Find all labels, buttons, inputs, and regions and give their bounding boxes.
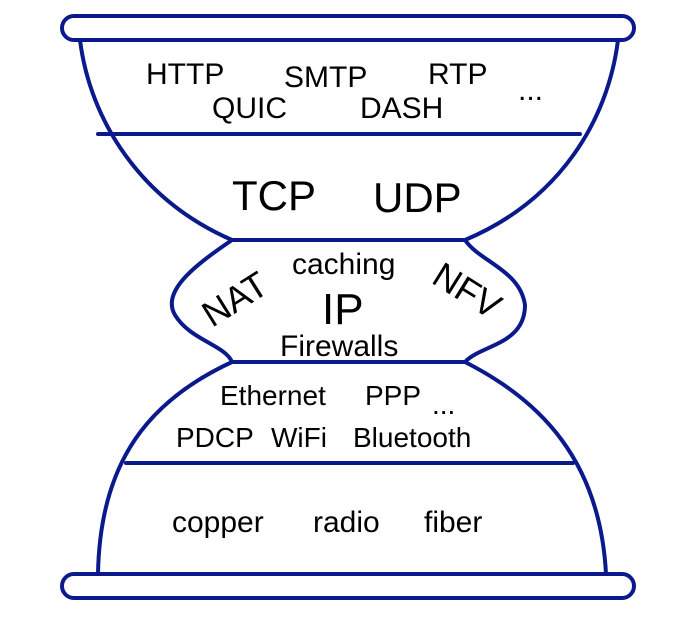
label-ppp: PPP <box>365 380 421 411</box>
hourglass-left-outline <box>78 38 234 576</box>
top-rim <box>60 14 636 42</box>
label-copper: copper <box>172 506 264 539</box>
label-quic: QUIC <box>212 92 287 125</box>
label-pdcp: PDCP <box>176 422 254 453</box>
label-nat: NAT <box>195 263 276 335</box>
transport-layer: TCP UDP <box>232 172 462 221</box>
label-caching: caching <box>292 248 395 281</box>
link-layer: Ethernet PPP ... PDCP WiFi Bluetooth <box>176 380 471 453</box>
physical-layer: copper radio fiber <box>172 506 482 539</box>
network-layer: caching IP Firewalls NAT NFV <box>195 248 509 363</box>
label-tcp: TCP <box>232 172 316 219</box>
label-dash: DASH <box>360 92 443 125</box>
label-firewalls: Firewalls <box>280 330 398 363</box>
label-radio: radio <box>313 506 380 539</box>
label-ip: IP <box>322 285 364 334</box>
label-app-ellipsis: ... <box>518 74 543 107</box>
bottom-rim <box>60 572 636 600</box>
label-link-ellipsis: ... <box>432 389 455 420</box>
label-smtp: SMTP <box>284 61 367 94</box>
label-wifi: WiFi <box>271 422 327 453</box>
application-layer: HTTP SMTP RTP QUIC DASH ... <box>146 58 543 125</box>
label-bluetooth: Bluetooth <box>353 422 471 453</box>
label-udp: UDP <box>373 174 462 221</box>
label-ethernet: Ethernet <box>220 380 326 411</box>
label-http: HTTP <box>146 58 224 91</box>
label-rtp: RTP <box>428 58 487 91</box>
label-fiber: fiber <box>424 506 482 539</box>
hourglass-right-outline <box>463 38 620 576</box>
